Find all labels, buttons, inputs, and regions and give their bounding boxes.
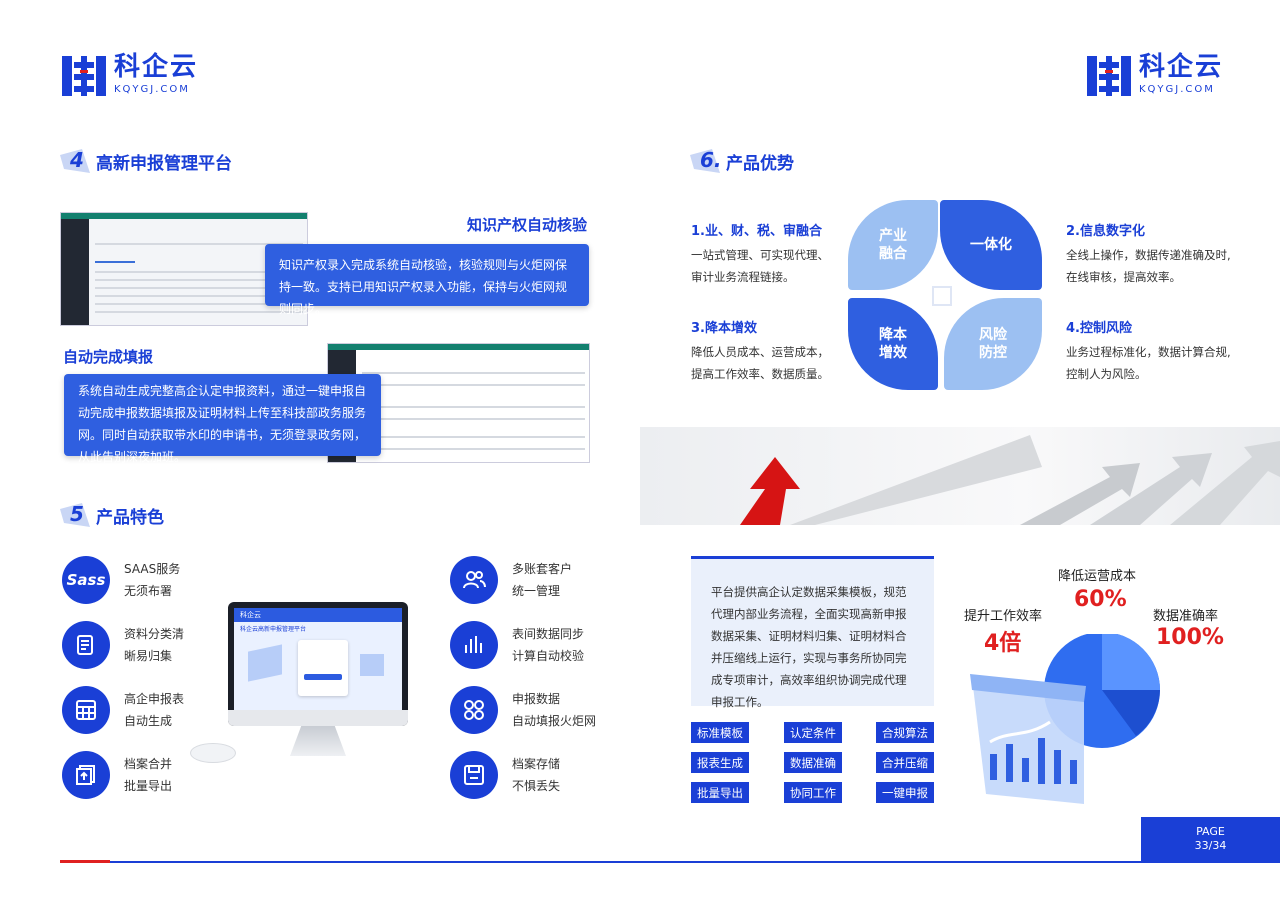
advantage-title: 3.降本增效	[691, 321, 757, 336]
advantage-desc: 一站式管理、可实现代理、审计业务流程链接。	[691, 248, 829, 284]
logo-mark-icon	[1087, 56, 1131, 96]
feature-tag: 一键申报	[876, 782, 934, 803]
monitor-chin	[228, 710, 408, 726]
page-label: PAGE	[1196, 825, 1225, 838]
section-5-header: 5 产品特色	[60, 502, 164, 528]
autofill-title: 自动完成填报	[63, 348, 154, 366]
arrows-illustration-icon	[740, 435, 1280, 525]
bar-chart-icon	[450, 621, 498, 669]
ip-check-title: 知识产权自动核验	[467, 216, 588, 234]
petal-industry-fusion: 产业融合	[848, 200, 938, 290]
arrow-badge-icon	[60, 149, 90, 173]
advantage-title: 2.信息数字化	[1066, 224, 1145, 239]
feature-item: 表间数据同步计算自动校验	[450, 621, 584, 669]
logo-name: 科企云	[114, 52, 199, 82]
feature-tag: 批量导出	[691, 782, 749, 803]
section-number: 4	[70, 148, 84, 172]
mouse	[190, 743, 236, 763]
section-number: 6.	[700, 148, 722, 172]
ip-check-callout: 知识产权录入完成系统自动核验，核验规则与火炬网保持一致。支持已用知识产权录入功能…	[265, 244, 589, 316]
stat-label-cost: 降低运营成本	[1058, 569, 1137, 584]
petal-cost-efficiency: 降本增效	[848, 298, 938, 390]
clover-icon	[450, 686, 498, 734]
advantage-title: 1.业、财、税、审融合	[691, 224, 822, 239]
petal-center	[932, 286, 952, 306]
chart-3d-illustration-icon	[970, 634, 1160, 804]
section-number-badge: 5	[60, 502, 94, 527]
section-number-badge: 4	[60, 148, 94, 173]
advantage-title: 4.控制风险	[1066, 321, 1132, 336]
feature-item: 申报数据自动填报火炬网	[450, 686, 596, 734]
monitor-screen: 科企云 科企云高新申报管理平台	[234, 608, 402, 720]
stat-label-accuracy: 数据准确率	[1153, 609, 1219, 624]
feature-item: 档案合并批量导出	[62, 751, 172, 799]
feature-tag: 合并压缩	[876, 752, 934, 773]
arrow-badge-icon	[60, 503, 90, 527]
section-6-header: 6. 产品优势	[690, 148, 794, 174]
file-export-icon	[62, 751, 110, 799]
stat-value-accuracy: 100%	[1156, 625, 1224, 650]
advantage-desc: 降低人员成本、运营成本，提高工作效率、数据质量。	[691, 345, 829, 381]
section-title: 产品特色	[96, 507, 164, 528]
stat-value-cost: 60%	[1074, 587, 1127, 612]
stat-value-efficiency: 4倍	[984, 631, 1022, 656]
logo-right: 科企云 KQYGJ.COM	[1085, 52, 1223, 100]
sass-icon: Sass	[62, 556, 110, 604]
feature-tag: 合规算法	[876, 722, 934, 743]
section-title: 高新申报管理平台	[96, 153, 232, 174]
logo-mark-icon	[62, 56, 106, 96]
section-title: 产品优势	[726, 153, 794, 174]
page-indicator: PAGE 33/34	[1141, 817, 1280, 863]
logo-domain: KQYGJ.COM	[114, 84, 190, 95]
feature-item: 档案存储不惧丢失	[450, 751, 560, 799]
section-4-header: 4 高新申报管理平台	[60, 148, 232, 174]
monitor-brand: 科企云	[240, 611, 261, 619]
logo-name: 科企云	[1139, 52, 1224, 82]
floppy-save-icon	[450, 751, 498, 799]
monitor-app-title: 科企云高新申报管理平台	[240, 626, 307, 633]
document-edit-icon	[62, 621, 110, 669]
advantage-desc: 全线上操作，数据传递准确及时,在线审核，提高效率。	[1066, 248, 1231, 284]
feature-tag: 报表生成	[691, 752, 749, 773]
footer-line	[110, 861, 1280, 863]
logo-domain: KQYGJ.COM	[1139, 84, 1215, 95]
feature-item: Sass SAAS服务无须布署	[62, 556, 180, 604]
feature-item: 多账套客户统一管理	[450, 556, 572, 604]
petal-risk-control: 风险防控	[944, 298, 1042, 390]
section-number-badge: 6.	[690, 148, 724, 173]
arrows-banner-image	[640, 427, 1280, 525]
arrow-badge-icon	[690, 149, 720, 173]
feature-tag: 标准模板	[691, 722, 749, 743]
petal-integration: 一体化	[940, 200, 1042, 290]
users-icon	[450, 556, 498, 604]
monitor-frame: 科企云 科企云高新申报管理平台	[228, 602, 408, 726]
feature-item: 高企申报表自动生成	[62, 686, 184, 734]
section-number: 5	[70, 502, 84, 526]
table-grid-icon	[62, 686, 110, 734]
footer-accent-line	[60, 860, 110, 863]
advantage-desc: 业务过程标准化，数据计算合规,控制人为风险。	[1066, 345, 1231, 381]
page-number: 33/34	[1194, 839, 1227, 852]
summary-box: 平台提供高企认定数据采集模板，规范代理内部业务流程，全面实现高新申报数据采集、证…	[691, 556, 934, 709]
feature-tag: 数据准确	[784, 752, 842, 773]
autofill-callout: 系统自动生成完整高企认定申报资料，通过一键申报自动完成申报数据填报及证明材料上传…	[64, 374, 381, 464]
feature-tag: 协同工作	[784, 782, 842, 803]
feature-tag: 认定条件	[784, 722, 842, 743]
stat-label-efficiency: 提升工作效率	[964, 609, 1043, 624]
feature-item: 资料分类清晰易归集	[62, 621, 184, 669]
logo-left: 科企云 KQYGJ.COM	[60, 52, 198, 100]
monitor-stand	[290, 726, 346, 756]
